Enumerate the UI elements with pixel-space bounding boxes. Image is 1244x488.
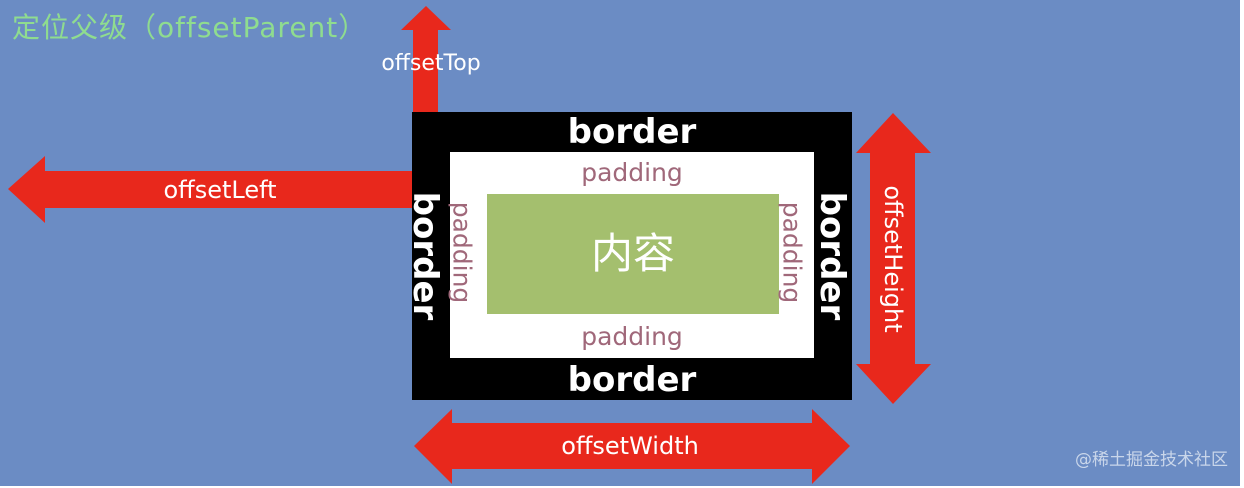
padding-bottom-label: padding [581, 322, 683, 351]
offset-width-label: offsetWidth [561, 432, 699, 460]
offset-top-label: offsetTop [381, 51, 481, 76]
offset-top-arrow [401, 6, 451, 112]
offset-left-label: offsetLeft [163, 176, 277, 204]
padding-top-label: padding [581, 158, 683, 187]
content-label: 内容 [590, 229, 675, 278]
border-top-label: border [567, 112, 697, 152]
offset-width-arrow [414, 409, 850, 484]
padding-right-label: padding [777, 201, 807, 304]
border-left-label: border [405, 191, 445, 321]
border-bottom-label: border [567, 360, 697, 400]
padding-left-label: padding [447, 201, 477, 304]
diagram-title: 定位父级（offsetParent） [12, 11, 368, 44]
content-box [487, 194, 779, 314]
watermark: @稀土掘金技术社区 [1075, 450, 1228, 470]
offset-height-label: offsetHeight [879, 185, 907, 333]
border-right-label: border [812, 191, 852, 321]
offset-left-arrow [8, 156, 412, 223]
offset-height-arrow [856, 113, 931, 404]
